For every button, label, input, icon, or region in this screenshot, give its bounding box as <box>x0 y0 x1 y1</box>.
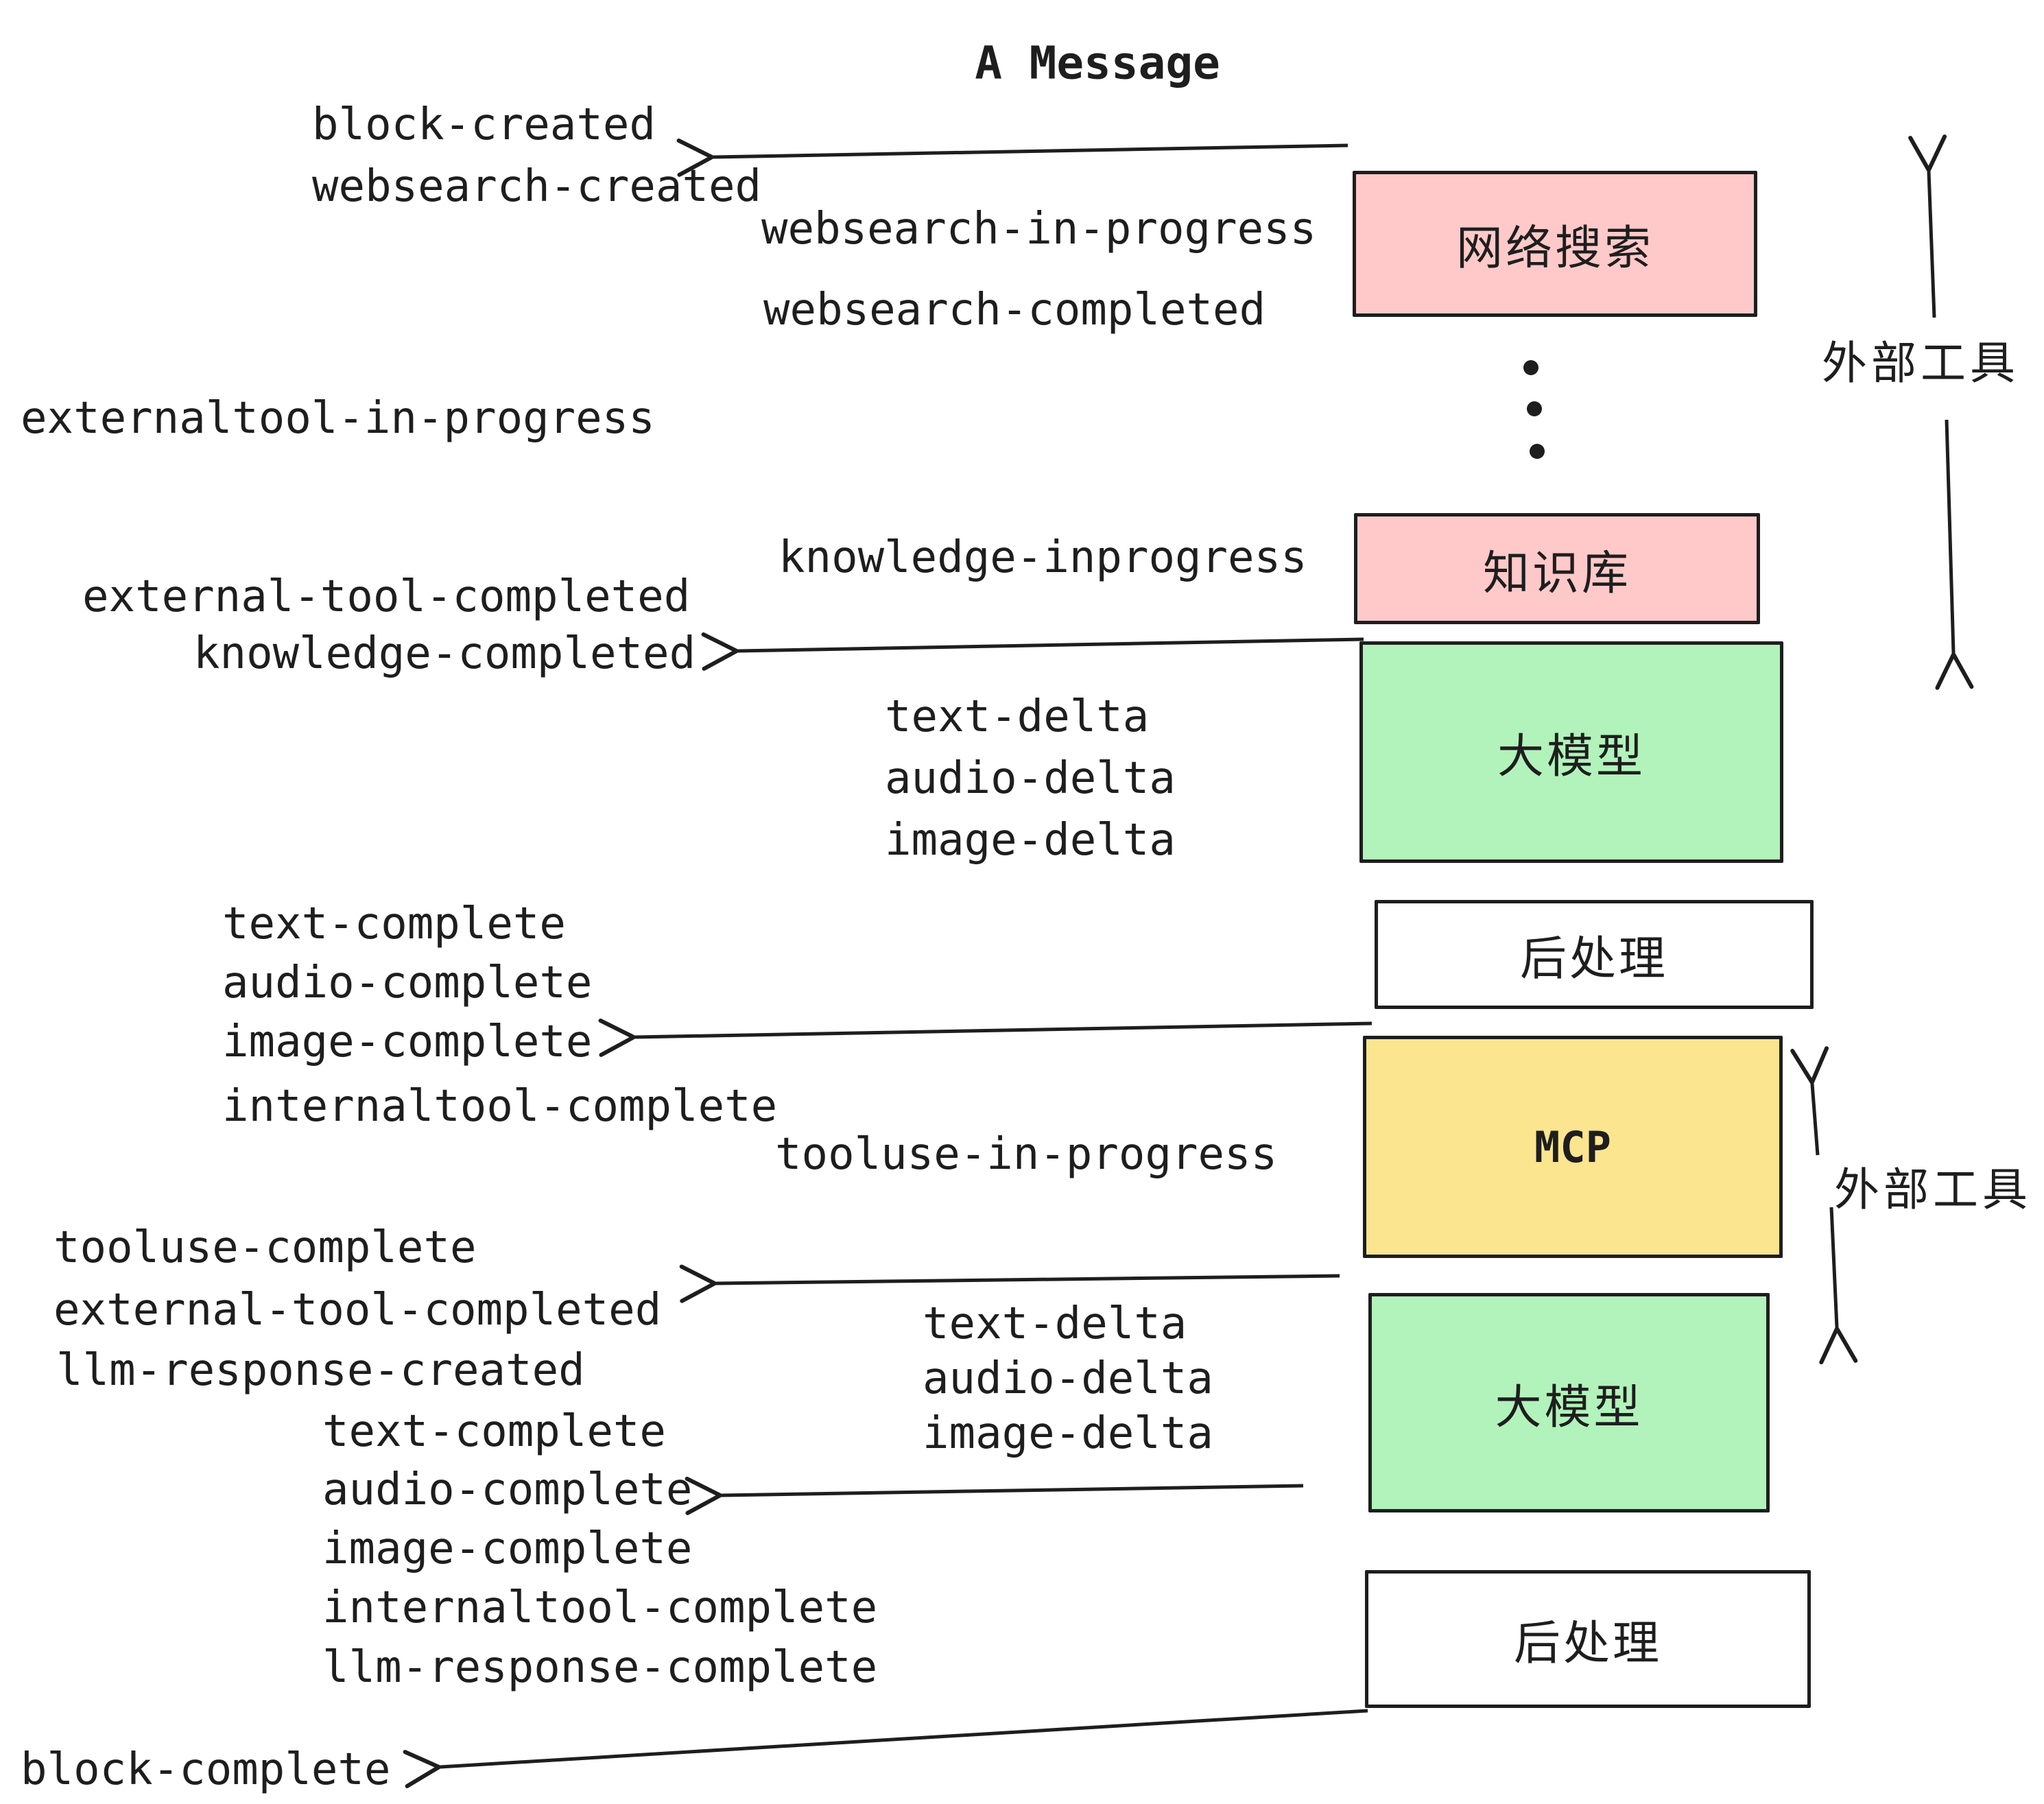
diagram-title: A Message <box>975 36 1220 90</box>
event-internaltool-complete-2: internaltool-complete <box>322 1582 878 1633</box>
event-audio-complete: audio-complete <box>222 958 593 1008</box>
external-tools-top-label: 外部工具 <box>1822 337 2019 388</box>
event-audio-complete-2: audio-complete <box>322 1464 693 1515</box>
external-tools-top-up-arrow <box>1908 134 1947 318</box>
box-post-2: 后处理 <box>1365 1570 1811 1708</box>
event-text-delta: text-delta <box>885 691 1150 742</box>
box-llm-1: 大模型 <box>1359 641 1783 863</box>
event-image-delta: image-delta <box>885 815 1176 866</box>
event-tooluse-complete: tooluse-complete <box>54 1222 477 1273</box>
box-post-2-label: 后处理 <box>1513 1617 1662 1670</box>
event-websearch-completed: websearch-completed <box>763 285 1266 335</box>
box-mcp-label: MCP <box>1534 1121 1611 1172</box>
event-websearch-created: websearch-created <box>312 161 762 212</box>
event-external-tool-completed: external-tool-completed <box>82 571 691 622</box>
event-image-delta-2: image-delta <box>923 1408 1213 1459</box>
arrow-mcp-to-tooluse-complete <box>679 1264 1340 1303</box>
box-knowledge-label: 知识库 <box>1482 547 1631 600</box>
external-tools-bottom-label: 外部工具 <box>1834 1164 2032 1215</box>
external-tools-top-down-arrow <box>1935 419 1974 690</box>
arrow-post2-to-block-complete <box>403 1709 1368 1788</box>
box-knowledge: 知识库 <box>1354 513 1760 624</box>
event-websearch-in-progress: websearch-in-progress <box>761 204 1317 254</box>
arrow-llm-to-knowledge-completed <box>701 632 1364 671</box>
box-websearch-label: 网络搜索 <box>1455 222 1654 274</box>
event-text-delta-2: text-delta <box>923 1298 1187 1349</box>
event-tooluse-in-progress: tooluse-in-progress <box>775 1129 1278 1180</box>
event-image-complete-2: image-complete <box>322 1523 693 1574</box>
event-llm-response-complete: llm-response-complete <box>322 1642 878 1693</box>
box-llm-2-label: 大模型 <box>1495 1381 1643 1434</box>
event-block-created: block-created <box>312 99 656 150</box>
event-image-complete: image-complete <box>222 1017 593 1067</box>
event-internaltool-complete: internaltool-complete <box>222 1081 778 1132</box>
arrow-llm2-to-audio-complete <box>685 1476 1304 1515</box>
event-block-complete: block-complete <box>21 1744 391 1795</box>
box-llm-1-label: 大模型 <box>1497 731 1645 783</box>
box-mcp: MCP <box>1363 1036 1783 1258</box>
event-audio-delta: audio-delta <box>885 753 1176 804</box>
box-llm-2: 大模型 <box>1368 1293 1770 1512</box>
event-knowledge-inprogress: knowledge-inprogress <box>779 532 1307 583</box>
box-post-1: 后处理 <box>1375 900 1814 1009</box>
event-llm-response-created: llm-response-created <box>56 1345 585 1396</box>
event-text-complete-2: text-complete <box>322 1406 666 1457</box>
external-tools-bottom-down-arrow <box>1819 1207 1858 1365</box>
arrow-websearch-to-block-created <box>676 138 1348 177</box>
event-audio-delta-2: audio-delta <box>923 1353 1213 1404</box>
event-knowledge-completed: knowledge-completed <box>193 628 696 679</box>
arrow-post-to-image-complete <box>598 1018 1372 1057</box>
external-tools-bottom-up-arrow <box>1790 1046 1829 1156</box>
box-post-1-label: 后处理 <box>1519 933 1668 985</box>
ellipsis-dots <box>1523 360 1545 459</box>
event-externaltool-in-progress: externaltool-in-progress <box>21 393 655 444</box>
event-text-complete: text-complete <box>222 899 566 949</box>
event-external-tool-completed-2: external-tool-completed <box>54 1285 662 1336</box>
box-websearch: 网络搜索 <box>1353 171 1757 317</box>
